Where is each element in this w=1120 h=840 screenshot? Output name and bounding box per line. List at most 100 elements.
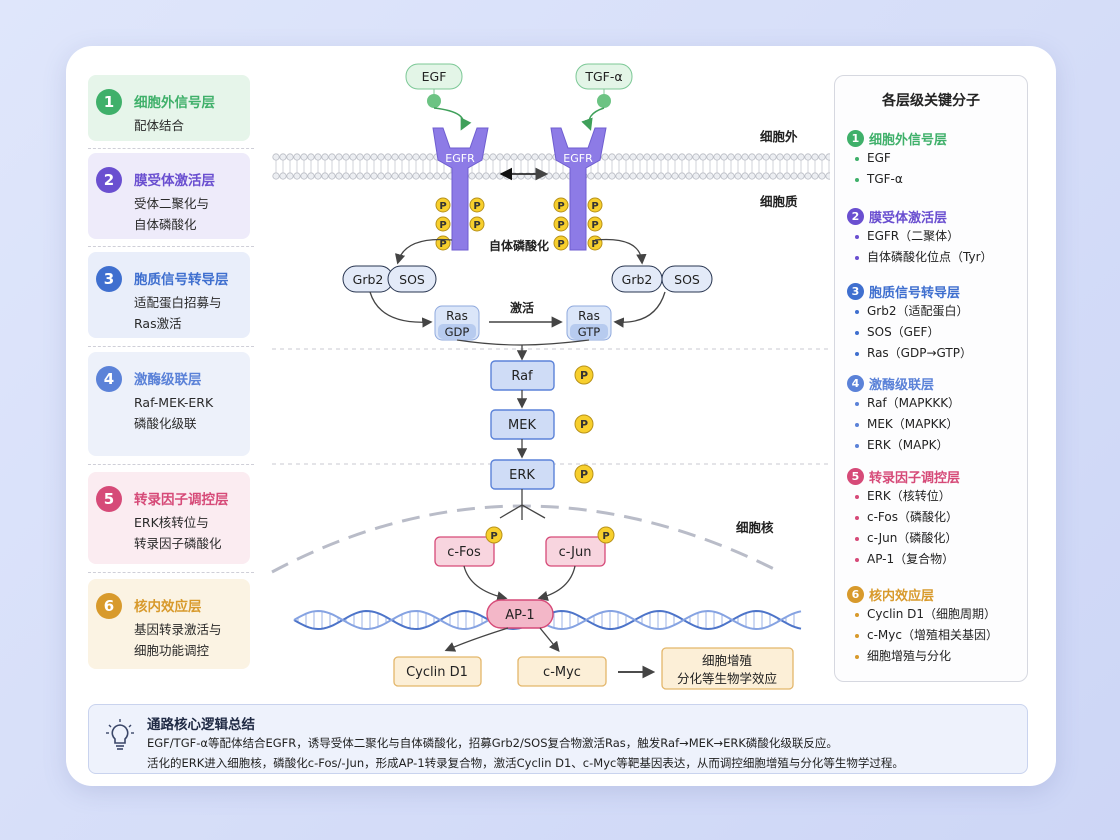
arrow-ap1-cmyc [539,627,560,653]
ligand-tgf: TGF-α [575,63,633,131]
gdp-label: GDP [445,325,470,339]
phospho-site: P [597,526,615,544]
layer-divider [88,346,254,347]
phospho-site: P [587,197,603,213]
bullet-icon [855,309,859,314]
phospho-label: P [580,418,588,431]
summary-title: 通路核心逻辑总结 [147,717,255,733]
phospho-site: P [435,197,451,213]
phospho-label: P [557,220,564,231]
grb2-label: Grb2 [353,272,384,287]
cjun-label: c-Jun [559,545,592,560]
summary-box: 通路核心逻辑总结 EGF/TGF-α等配体结合EGFR，诱导受体二聚化与自体磷酸… [88,704,1028,774]
effect-line-2: 分化等生物学效应 [677,671,777,686]
ligand-egf-label: EGF [422,69,447,84]
panel-section-5: 5 转录因子调控层 ERK（核转位） c-Fos（磷酸化） c-Jun（磷酸化） AP-1… [847,466,960,570]
bullet-icon [855,443,859,448]
layer-desc: ERK核转位与 转录因子磷酸化 [134,515,222,551]
bullet-icon [855,536,859,541]
bullet-icon [855,401,859,406]
section-item: c-Jun（磷酸化） [855,528,960,549]
section-number: 4 [847,375,864,392]
section-number: 5 [847,468,864,485]
layer-card-2[interactable]: 2 膜受体激活层 受体二聚化与 自体磷酸化 [88,153,250,239]
section-item: 细胞增殖与分化 [855,646,998,667]
section-item: EGF [855,148,947,169]
section-item: MEK（MAPKK） [855,414,960,435]
bullet-icon [855,515,859,520]
section-item: c-Fos（磷酸化） [855,507,960,528]
autophos-label: 自体磷酸化 [489,238,549,253]
item-text: Raf（MAPKKK） [867,396,961,410]
bullet-icon [855,422,859,427]
arrow-cjun-ap1 [537,565,576,602]
bullet-icon [855,255,859,260]
section-title: 转录因子调控层 [869,471,961,486]
phospho-label: P [473,201,480,212]
layer-title: 激酶级联层 [134,372,202,388]
kinase-erk: ERK [490,459,555,490]
section-item: ERK（核转位） [855,486,960,507]
bullet-icon [855,330,859,335]
erk-branch-lines [499,489,546,520]
item-text: AP-1（复合物） [867,552,955,566]
ras-label: Ras [446,309,468,323]
item-text: MEK（MAPKK） [867,417,959,431]
layer-desc: 受体二聚化与 自体磷酸化 [134,196,210,232]
item-text: ERK（核转位） [867,489,951,503]
kinase-mek: MEK [490,409,555,440]
section-title: 胞质信号转导层 [869,286,961,301]
bullet-icon [855,494,859,499]
item-text: c-Jun（磷酸化） [867,531,958,545]
grb2-label: Grb2 [622,272,653,287]
effect-line-1: 细胞增殖 [702,653,752,668]
arrow-receptor-grb2-left [395,238,453,265]
phospho-site: P [574,464,594,484]
phospho-site: P [485,526,503,544]
activate-label: 激活 [510,300,534,315]
cyclin-label: Cyclin D1 [406,665,468,680]
layer-card-3[interactable]: 3 胞质信号转导层 适配蛋白招募与 Ras激活 [88,252,250,338]
bullet-icon [855,633,859,638]
bullet-icon [855,351,859,356]
layer-card-4[interactable]: 4 激酶级联层 Raf-MEK-ERK 磷酸化级联 [88,352,250,456]
section-number: 6 [847,586,864,603]
layer-card-6[interactable]: 6 核内效应层 基因转录激活与 细胞功能调控 [88,579,250,669]
layer-card-1[interactable]: 1 细胞外信号层 配体结合 [88,75,250,141]
target-cmyc: c-Myc [517,656,607,687]
item-text: Ras（GDP→GTP） [867,346,972,360]
ras-merge-line [456,339,590,346]
phospho-site: P [469,197,485,213]
ras-gtp: Ras GTP [566,305,612,341]
layer-card-5[interactable]: 5 转录因子调控层 ERK核转位与 转录因子磷酸化 [88,472,250,564]
phospho-site: P [469,216,485,232]
layer-number: 5 [96,486,122,512]
phospho-label: P [602,531,609,542]
target-cyclin-d1: Cyclin D1 [393,656,482,687]
layer-number: 4 [96,366,122,392]
section-number: 2 [847,208,864,225]
grb2-sos-left: Grb2 SOS [342,265,437,293]
layer-divider [88,246,254,247]
bullet-icon [855,177,859,182]
layer-desc: 适配蛋白招募与 Ras激活 [134,295,222,331]
summary-line-1: EGF/TGF-α等配体结合EGFR，诱导受体二聚化与自体磷酸化，招募Grb2/… [147,736,838,750]
arrow-cfos-ap1 [463,565,508,602]
sos-label: SOS [399,272,425,287]
section-item: TGF-α [855,169,947,190]
layer-divider [88,464,254,465]
phospho-site: P [435,235,451,251]
section-title: 核内效应层 [869,589,935,604]
cfos-label: c-Fos [447,545,481,560]
panel-title: 各层级关键分子 [882,93,980,109]
item-text: EGF [867,151,891,165]
item-text: 自体磷酸化位点（Tyr） [867,250,993,264]
item-text: Grb2（适配蛋白） [867,304,969,318]
raf-label: Raf [511,369,533,384]
layer-title: 转录因子调控层 [134,492,229,508]
